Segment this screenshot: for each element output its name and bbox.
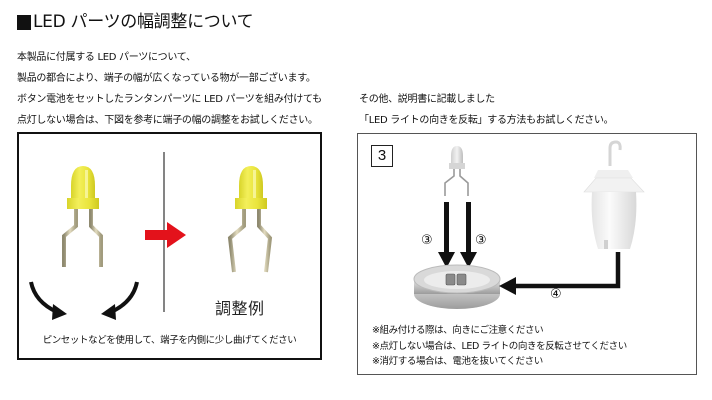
note-line: ※消灯する場合は、電池を抜いてください [372, 356, 543, 367]
intro-right-line: その他、説明書に記載しました [359, 94, 495, 105]
page-title: LED パーツの幅調整について [17, 11, 254, 33]
intro-line: ボタン電池をセットしたランタンパーツに LED パーツを組み付けても [17, 94, 322, 105]
led-adjusted-image [227, 166, 273, 273]
step-label-3a: ③ [421, 233, 433, 248]
intro-right-line: 「LED ライトの向きを反転」する方法もお試しください。 [359, 115, 614, 126]
note-line: ※組み付ける際は、向きにご注意ください [372, 325, 544, 336]
left-elbow-arrow-icon [499, 252, 621, 295]
assembly-step-panel: 3 [357, 133, 697, 375]
step-label-4: ④ [550, 287, 562, 302]
intro-line: 本製品に付属する LED パーツについて、 [17, 52, 196, 63]
intro-line: 点灯しない場合は、下図を参考に端子の幅の調整をお試しください。 [17, 115, 318, 126]
step-label-3b: ③ [475, 233, 487, 248]
lantern-shade-image [583, 140, 645, 249]
intro-text: 本製品に付属する LED パーツについて、 製品の都合により、端子の幅が広くなっ… [17, 47, 322, 131]
led-original-image [62, 166, 103, 267]
note-line: ※点灯しない場合は、LED ライトの向きを反転させてください [372, 340, 627, 352]
intro-line: 製品の都合により、端子の幅が広くなっている物が一部ございます。 [17, 73, 316, 84]
battery-base-image [413, 264, 501, 309]
down-arrow-icon [460, 202, 477, 268]
red-right-arrow-icon [145, 222, 186, 248]
assembly-notes: ※組み付ける際は、向きにご注意ください ※点灯しない場合は、LED ライトの向き… [372, 323, 627, 370]
led-part-image [444, 146, 469, 196]
lead-adjustment-panel: 調整例 ピンセットなどを使用して、端子を内側に少し曲げてください [17, 132, 322, 360]
example-label: 調整例 [215, 299, 265, 318]
left-caption: ピンセットなどを使用して、端子を内側に少し曲げてください [42, 335, 297, 346]
step-number-badge: 3 [371, 145, 393, 167]
black-square-icon [17, 14, 31, 30]
page-title-text: LED パーツの幅調整について [33, 12, 254, 32]
down-arrow-icon [438, 202, 455, 268]
intro-right-text: その他、説明書に記載しました 「LED ライトの向きを反転」する方法もお試しくだ… [359, 89, 614, 131]
